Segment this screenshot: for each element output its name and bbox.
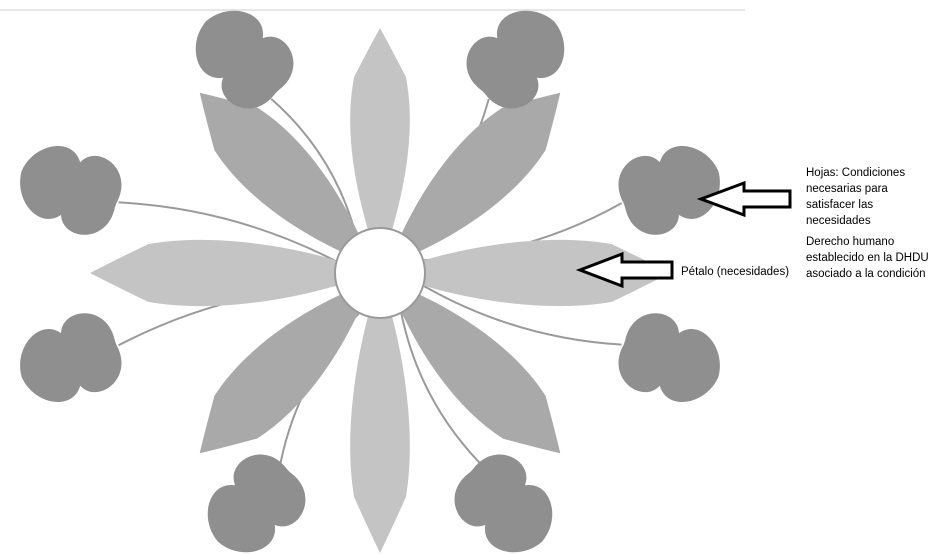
leaf-left-top (8, 133, 130, 243)
leaf-upper-right (454, 0, 582, 121)
petal-top-right (398, 93, 560, 255)
leaf-right-top (610, 133, 732, 243)
leaves-label: Hojas: Condiciones necesarias para satis… (806, 165, 924, 229)
leaf-lower-right (442, 442, 570, 555)
human-right-label: Derecho humano establecido en la DHDU as… (806, 234, 934, 282)
leaf-lower-left (190, 442, 318, 555)
petal-bottom (350, 309, 410, 553)
petal-bottom-right (398, 291, 560, 453)
petal-label: Pétalo (necesidades) (681, 264, 789, 280)
leaf-upper-left (178, 0, 306, 121)
flower-center (335, 228, 425, 318)
petal-bottom-left (200, 291, 362, 453)
petal-top-left (200, 93, 362, 255)
leaf-left-bottom (8, 305, 130, 415)
petal-left (90, 240, 344, 306)
leaf-right-bottom (610, 305, 732, 415)
petal-top (350, 28, 410, 237)
